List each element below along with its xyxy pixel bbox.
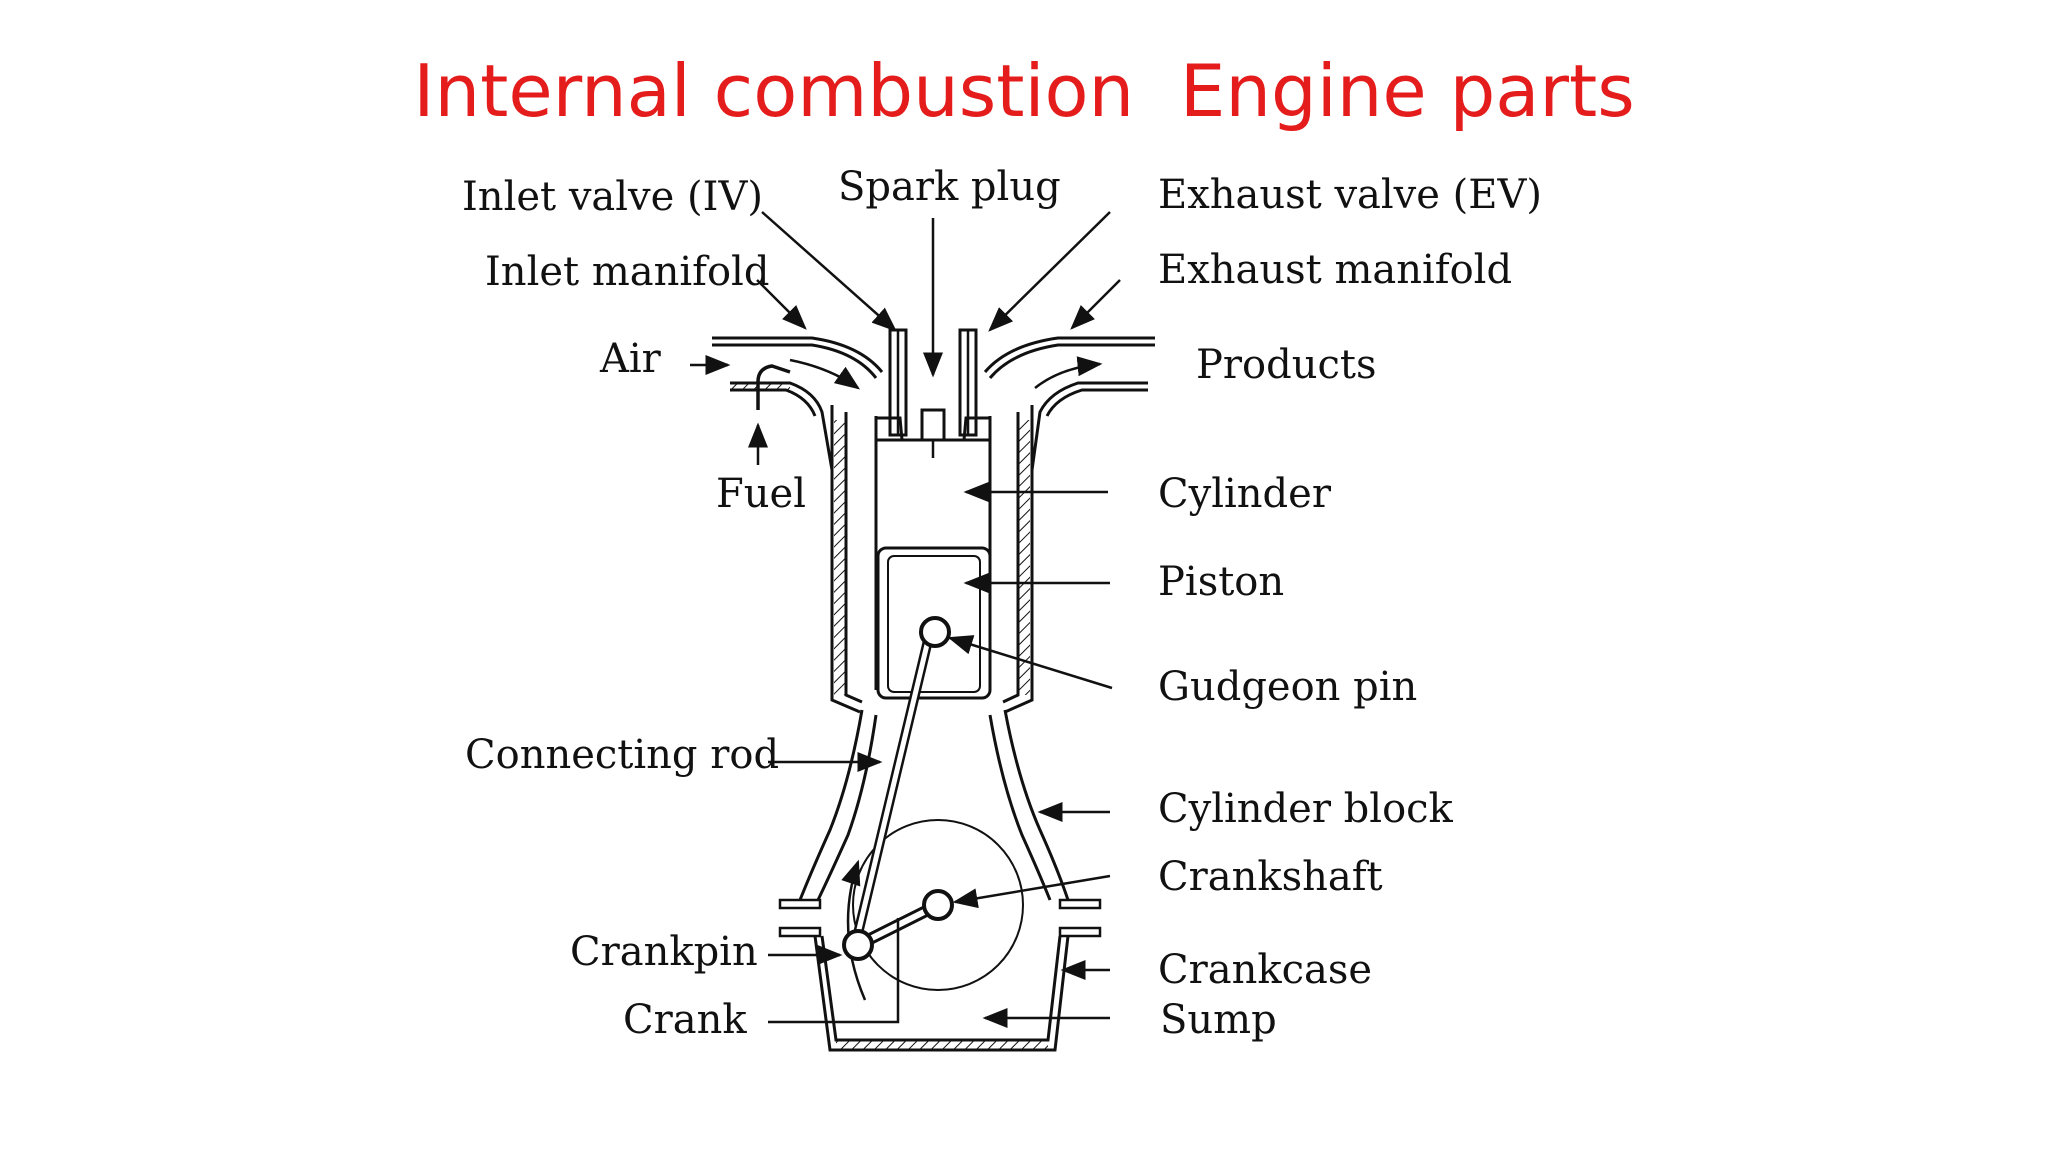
leader-inlet-valve bbox=[761, 211, 897, 332]
label-inlet-valve: Inlet valve (IV) bbox=[462, 174, 763, 220]
label-crankpin: Crankpin bbox=[570, 929, 758, 975]
label-crankcase: Crankcase bbox=[1158, 947, 1372, 993]
cylinder-walls bbox=[830, 405, 1034, 714]
cylinder-head bbox=[876, 416, 990, 442]
leader-crank bbox=[768, 918, 900, 1024]
crankshaft bbox=[922, 889, 954, 921]
exhaust-flow-arrow bbox=[1034, 356, 1103, 389]
label-gudgeon-pin: Gudgeon pin bbox=[1158, 664, 1417, 710]
crankpin bbox=[842, 929, 874, 961]
leader-exhaust-valve bbox=[988, 211, 1111, 332]
label-exhaust-manifold: Exhaust manifold bbox=[1158, 247, 1512, 293]
slide-title: Internal combustion Engine parts bbox=[413, 49, 1635, 133]
exhaust-manifold bbox=[983, 336, 1155, 471]
label-crank: Crank bbox=[623, 997, 747, 1043]
label-inlet-manifold: Inlet manifold bbox=[485, 249, 769, 295]
label-cylinder-block: Cylinder block bbox=[1158, 786, 1454, 832]
label-cylinder: Cylinder bbox=[1158, 471, 1332, 517]
label-products: Products bbox=[1196, 342, 1377, 388]
rotation-arrow bbox=[841, 859, 867, 1001]
label-fuel: Fuel bbox=[716, 471, 806, 517]
gudgeon-pin bbox=[919, 616, 951, 648]
cylinder-block bbox=[778, 709, 1102, 910]
label-spark-plug: Spark plug bbox=[838, 164, 1061, 210]
label-crankshaft: Crankshaft bbox=[1158, 854, 1383, 900]
label-connecting-rod: Connecting rod bbox=[465, 732, 779, 778]
label-sump: Sump bbox=[1160, 997, 1277, 1043]
piston bbox=[876, 546, 992, 700]
sump bbox=[836, 1040, 1048, 1050]
leader-crankshaft bbox=[952, 874, 1111, 909]
leader-gudgeon-pin bbox=[947, 635, 1113, 690]
exhaust-valve bbox=[958, 328, 978, 437]
label-air: Air bbox=[599, 336, 662, 382]
label-piston: Piston bbox=[1158, 559, 1284, 605]
leader-inlet-manifold bbox=[756, 279, 807, 330]
leader-exhaust-manifold bbox=[1070, 279, 1121, 330]
inlet-flow-arrow bbox=[789, 358, 861, 390]
spark-plug bbox=[920, 408, 946, 458]
inlet-valve bbox=[888, 328, 908, 437]
connecting-rod bbox=[851, 630, 935, 944]
crank-circle bbox=[852, 819, 1024, 991]
inlet-manifold bbox=[712, 336, 884, 471]
fuel-pipe bbox=[756, 364, 791, 410]
label-exhaust-valve: Exhaust valve (EV) bbox=[1158, 172, 1542, 218]
